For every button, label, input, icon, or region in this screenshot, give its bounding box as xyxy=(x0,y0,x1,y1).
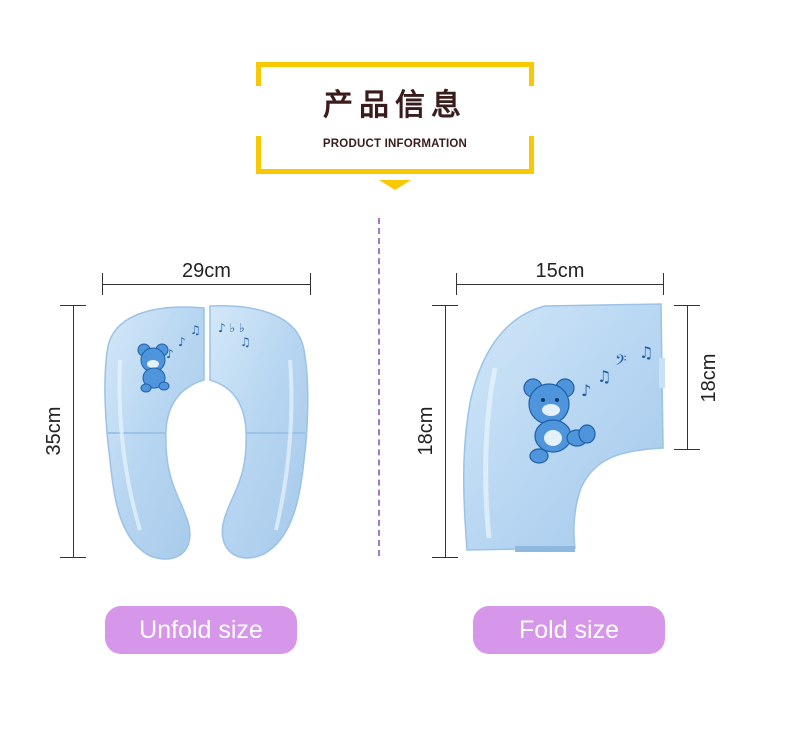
fold-height-dim-line xyxy=(445,305,446,558)
center-divider xyxy=(378,218,380,556)
fold-height-right-label: 18cm xyxy=(698,353,720,403)
header-bracket-top xyxy=(256,62,534,94)
svg-text:♪: ♪ xyxy=(166,347,174,361)
svg-text:♫: ♫ xyxy=(639,343,653,362)
header-bracket-bottom xyxy=(256,136,534,174)
fold-height-left-label: 18cm xyxy=(415,406,437,456)
svg-text:♫: ♫ xyxy=(597,367,611,386)
width-dim-line xyxy=(102,284,311,285)
svg-text:♫: ♫ xyxy=(190,323,201,337)
svg-text:♪: ♪ xyxy=(178,335,186,349)
unfolded-seat-image: ♪ ♪ ♫ ♪ ♭ ♭ ♫ xyxy=(104,305,309,560)
unfold-width-label: 29cm xyxy=(182,260,231,282)
fold-height-right-dim-line xyxy=(687,305,688,450)
svg-text:𝄢: 𝄢 xyxy=(615,352,627,373)
folded-seat-image: ♪ ♫ 𝄢 ♫ xyxy=(462,303,665,552)
svg-text:♪: ♪ xyxy=(581,381,591,400)
svg-text:♪ ♭ ♭: ♪ ♭ ♭ xyxy=(218,321,245,335)
height-dim-line xyxy=(73,305,74,558)
down-pointer-icon xyxy=(379,180,411,190)
fold-size-badge: Fold size xyxy=(473,606,665,654)
svg-text:♫: ♫ xyxy=(240,335,251,349)
unfold-height-label: 35cm xyxy=(43,406,65,456)
section-title-chinese: 产品信息 xyxy=(256,86,534,126)
unfold-size-badge: Unfold size xyxy=(105,606,297,654)
fold-width-label: 15cm xyxy=(535,260,585,282)
section-title-english: PRODUCT INFORMATION xyxy=(322,138,468,150)
fold-width-dim-line xyxy=(456,284,664,285)
